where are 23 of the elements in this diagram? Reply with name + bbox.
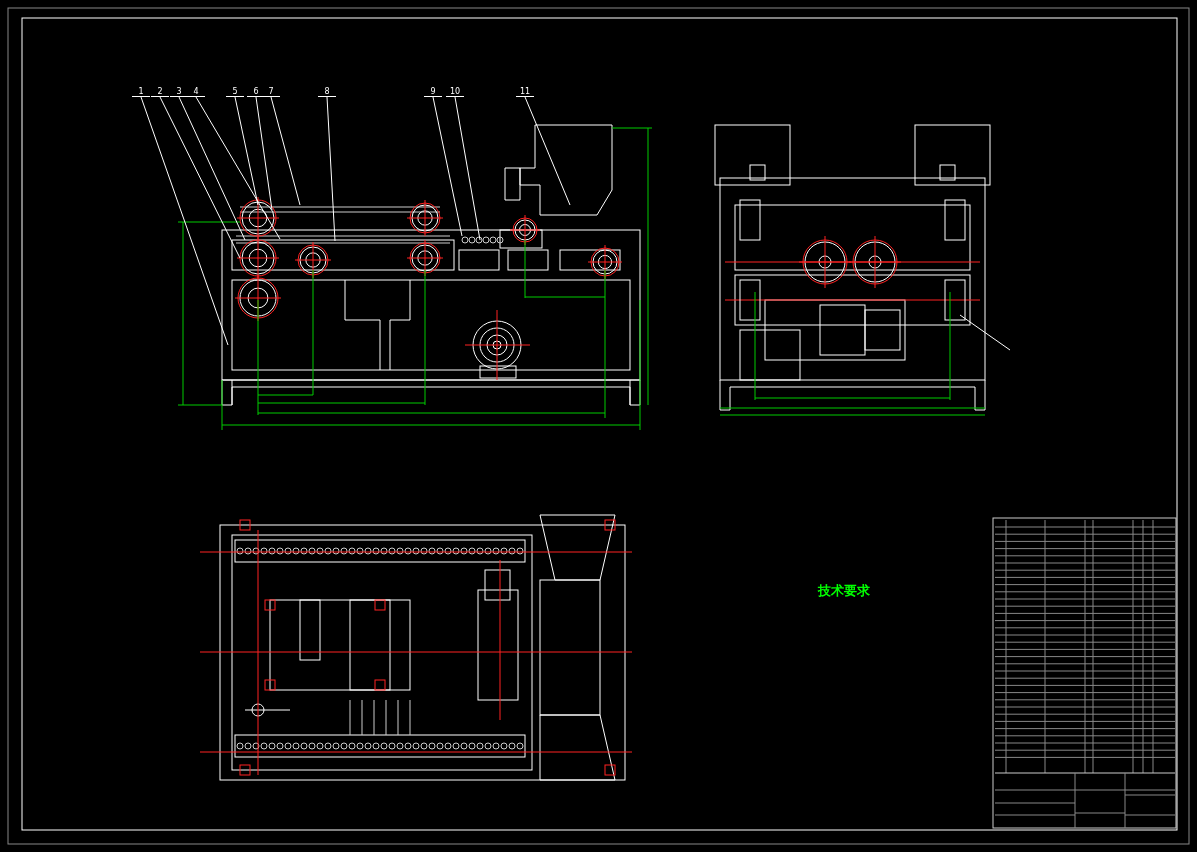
leader-line <box>255 96 273 211</box>
leader-line <box>270 96 301 206</box>
callout-number: 1 <box>132 87 150 97</box>
leader-line <box>326 96 336 242</box>
section-heading: 技术要求 <box>818 582 870 600</box>
leader-line <box>454 96 481 241</box>
callout-number: 3 <box>170 87 188 97</box>
leader-line <box>140 96 229 346</box>
leader-line <box>159 96 241 259</box>
callout-number: 5 <box>226 87 244 97</box>
callout-number: 10 <box>446 87 464 97</box>
leader-line <box>195 96 281 240</box>
leader-line <box>432 96 463 237</box>
callout-number: 11 <box>516 87 534 97</box>
callout-number: 8 <box>318 87 336 97</box>
callout-number: 2 <box>151 87 169 97</box>
callout-number: 4 <box>187 87 205 97</box>
leader-line <box>524 96 571 206</box>
callout-number: 9 <box>424 87 442 97</box>
leader-line <box>178 96 246 241</box>
leader-line <box>234 96 259 206</box>
callout-number: 6 <box>247 87 265 97</box>
callout-number: 7 <box>262 87 280 97</box>
